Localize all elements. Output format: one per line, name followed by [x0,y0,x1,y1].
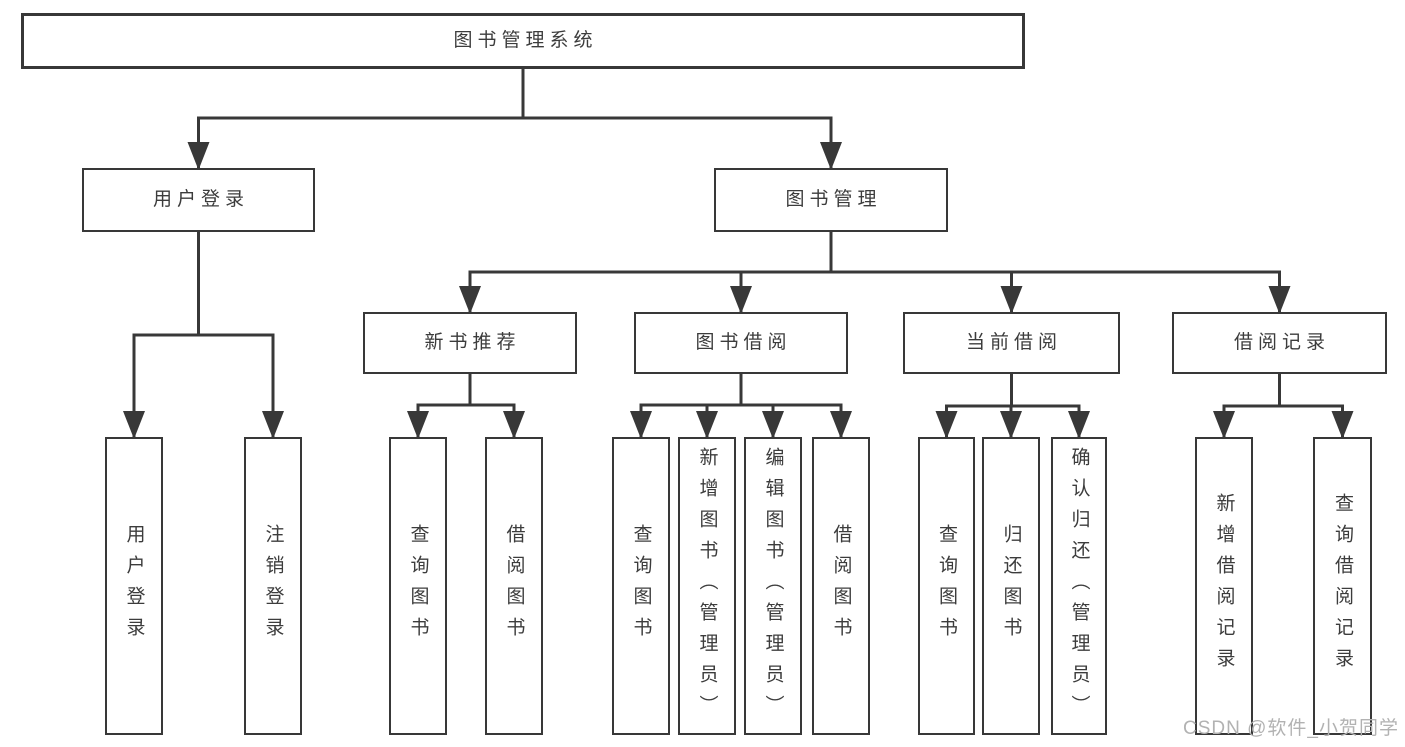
node-label-leaf-br-add: 新增借阅记录 [1213,493,1235,679]
arrowhead-icon [459,286,481,314]
node-label-book-borrow: 图书借阅 [695,331,792,353]
node-leaf-cb-query: 查询图书 [918,437,975,735]
node-new-book-rec: 新书推荐 [363,312,577,374]
arrowhead-icon [820,142,842,170]
node-label-leaf-logout: 注销登录 [262,524,284,648]
node-user-login: 用户登录 [82,168,315,232]
arrowhead-icon [262,411,284,439]
node-leaf-user-login: 用户登录 [105,437,163,735]
arrowhead-icon [935,411,958,439]
node-label-leaf-bb-add: 新增图书（管理员） [696,446,718,726]
node-leaf-br-add: 新增借阅记录 [1195,437,1253,735]
node-leaf-br-query: 查询借阅记录 [1313,437,1372,735]
node-label-leaf-cb-return: 归还图书 [1000,524,1022,648]
node-leaf-bb-query: 查询图书 [612,437,670,735]
node-label-leaf-cb-confirm: 确认归还（管理员） [1068,446,1090,726]
arrowhead-icon [123,411,145,439]
arrowhead-icon [1000,411,1022,439]
arrowhead-icon [187,142,210,170]
node-leaf-bb-add: 新增图书（管理员） [678,437,736,735]
arrowhead-icon [630,411,652,439]
node-book-borrow: 图书借阅 [634,312,848,374]
arrowhead-icon [830,411,852,439]
node-label-borrow-record: 借阅记录 [1233,331,1330,353]
node-label-new-book-rec: 新书推荐 [424,331,521,353]
node-leaf-cb-return: 归还图书 [982,437,1040,735]
node-label-leaf-bb-borrow: 借阅图书 [830,524,852,648]
node-root: 图书管理系统 [21,13,1025,69]
node-label-leaf-nbr-query: 查询图书 [407,524,429,648]
node-label-leaf-user-login: 用户登录 [123,524,145,648]
node-label-leaf-bb-query: 查询图书 [630,524,652,648]
arrowhead-icon [1068,411,1090,439]
node-label-leaf-br-query: 查询借阅记录 [1332,493,1353,679]
node-label-book-mgmt: 图书管理 [785,188,882,210]
arrowhead-icon [407,411,429,439]
node-label-leaf-cb-query: 查询图书 [936,524,957,648]
node-label-user-login: 用户登录 [152,188,249,210]
arrowhead-icon [696,411,718,439]
node-leaf-bb-edit: 编辑图书（管理员） [744,437,802,735]
node-current-borrow: 当前借阅 [903,312,1120,374]
node-label-leaf-bb-edit: 编辑图书（管理员） [762,446,784,726]
node-leaf-bb-borrow: 借阅图书 [812,437,870,735]
arrowhead-icon [1000,286,1023,314]
watermark: CSDN @软件_小贺同学 [1183,718,1399,739]
node-leaf-logout: 注销登录 [244,437,302,735]
node-label-root: 图书管理系统 [453,29,598,51]
node-label-leaf-nbr-borrow: 借阅图书 [503,524,525,648]
arrowhead-icon [1268,286,1291,314]
arrowhead-icon [503,411,525,439]
arrowhead-icon [730,286,752,314]
arrowhead-icon [1213,411,1235,439]
node-leaf-cb-confirm: 确认归还（管理员） [1051,437,1107,735]
node-leaf-nbr-borrow: 借阅图书 [485,437,543,735]
node-label-current-borrow: 当前借阅 [965,331,1062,353]
node-borrow-record: 借阅记录 [1172,312,1387,374]
node-book-mgmt: 图书管理 [714,168,948,232]
arrowhead-icon [1331,411,1354,439]
arrowhead-icon [762,411,784,439]
node-leaf-nbr-query: 查询图书 [389,437,447,735]
